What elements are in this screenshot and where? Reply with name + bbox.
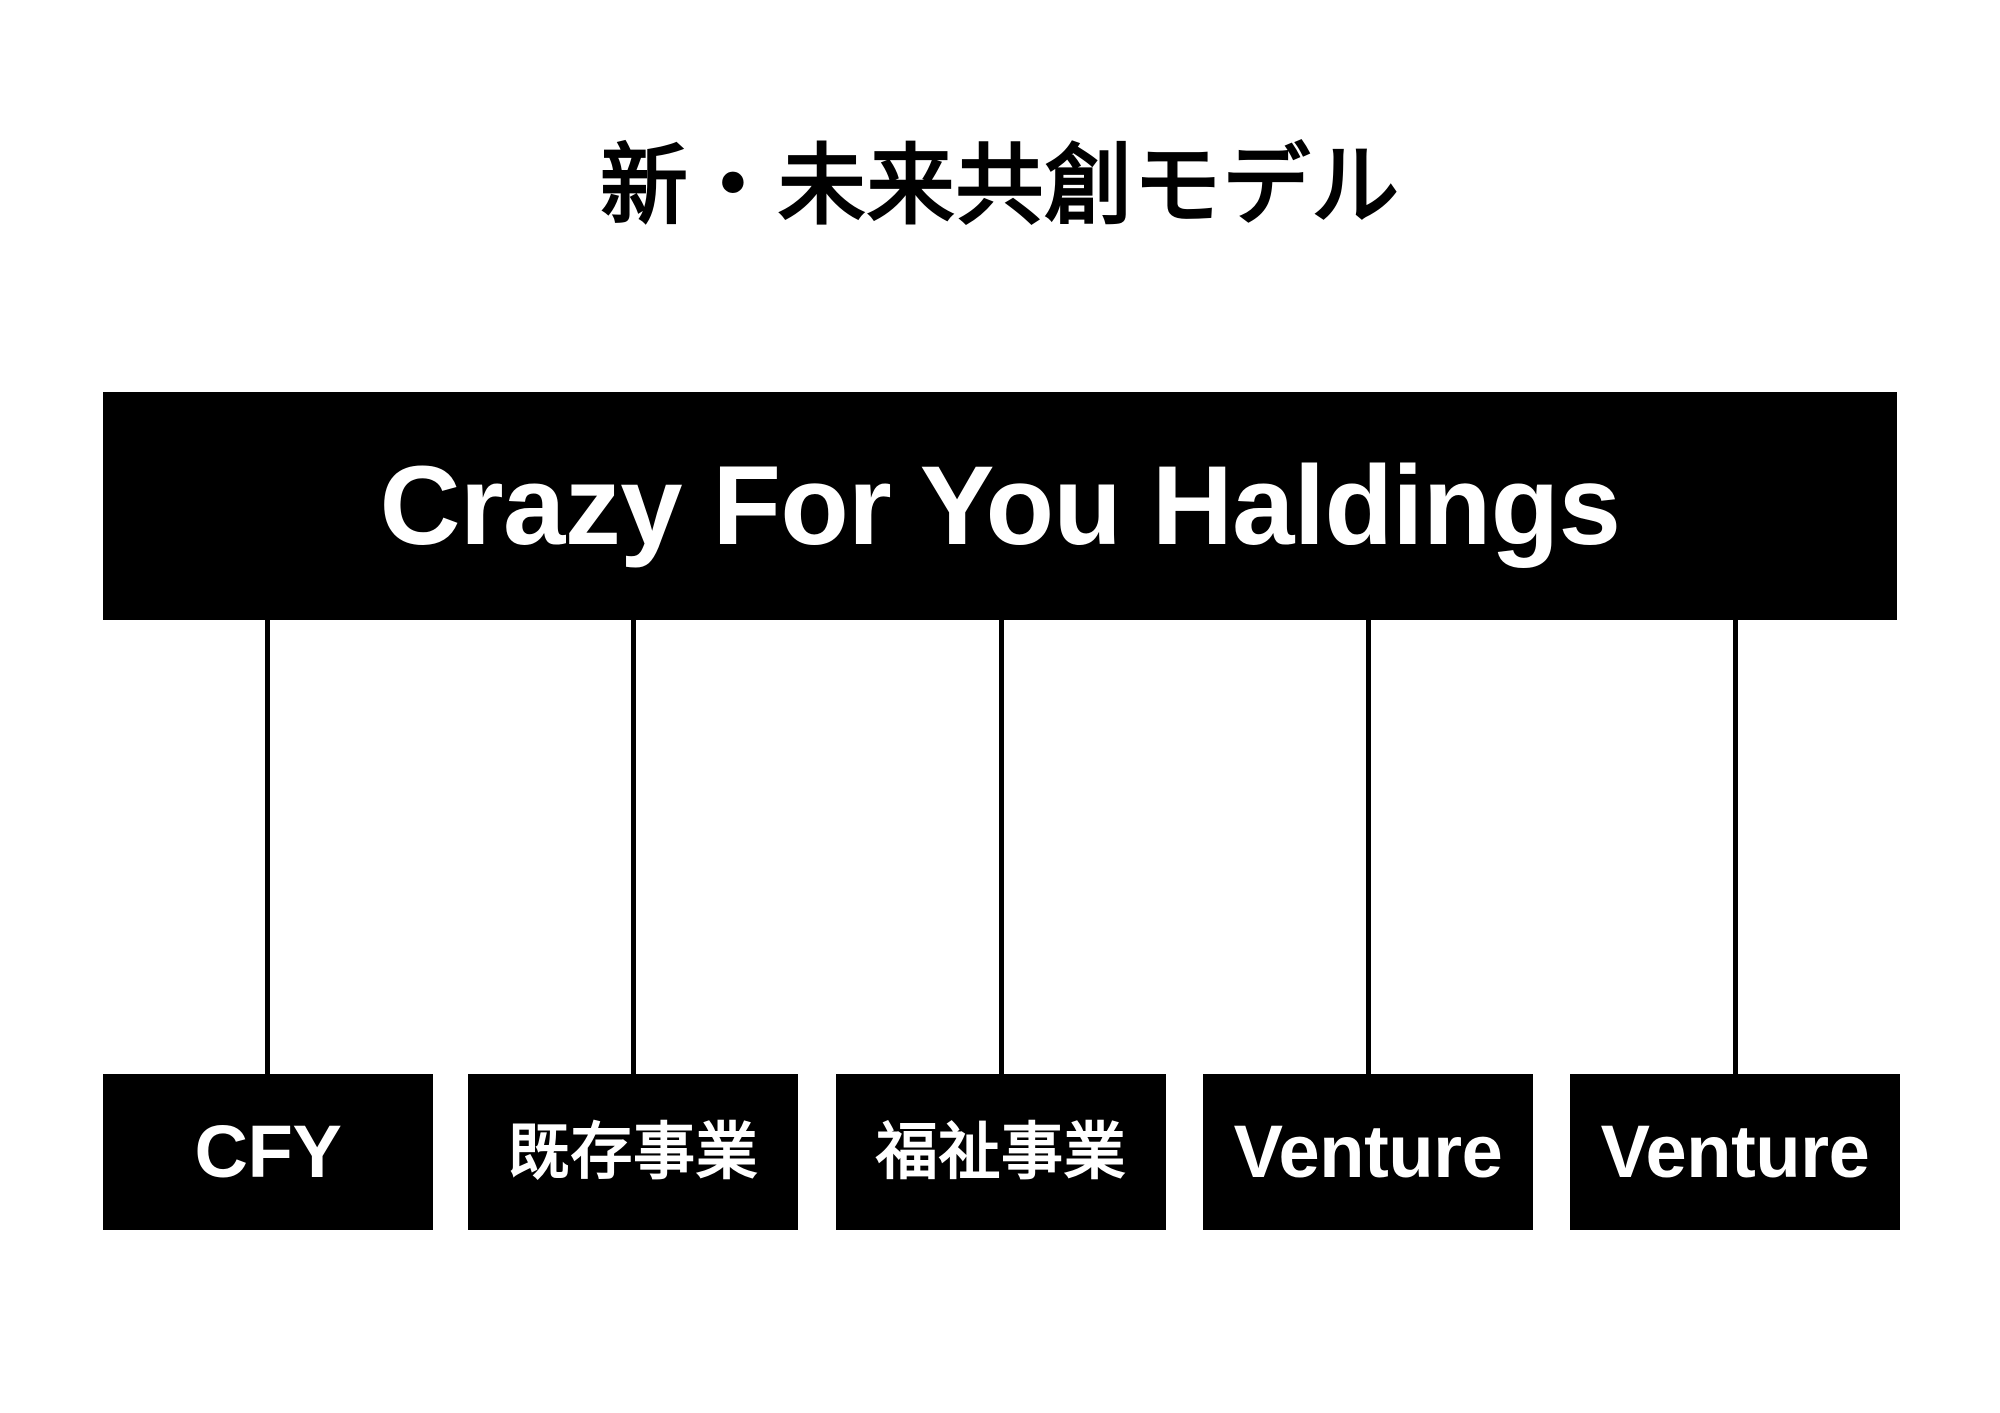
connector-line-2 xyxy=(999,620,1004,1074)
org-child-node-label: Venture xyxy=(1233,1110,1503,1193)
org-child-node-label: 既存事業 xyxy=(507,1115,759,1188)
org-child-node[interactable]: Venture xyxy=(1570,1074,1900,1230)
org-child-node[interactable]: CFY xyxy=(103,1074,433,1230)
org-child-node-label: Venture xyxy=(1600,1110,1870,1193)
org-child-node-label: 福祉事業 xyxy=(875,1115,1127,1188)
org-child-node-label: CFY xyxy=(194,1110,342,1193)
org-child-node[interactable]: 既存事業 xyxy=(468,1074,798,1230)
connector-line-3 xyxy=(1366,620,1371,1074)
connector-line-4 xyxy=(1733,620,1738,1074)
connector-line-1 xyxy=(631,620,636,1074)
org-child-node[interactable]: Venture xyxy=(1203,1074,1533,1230)
page-title: 新・未来共創モデル xyxy=(600,134,1400,237)
connector-line-0 xyxy=(265,620,270,1074)
org-child-node[interactable]: 福祉事業 xyxy=(836,1074,1166,1230)
org-root-node[interactable]: Crazy For You Haldings xyxy=(103,392,1897,620)
org-root-node-label: Crazy For You Haldings xyxy=(379,443,1621,568)
